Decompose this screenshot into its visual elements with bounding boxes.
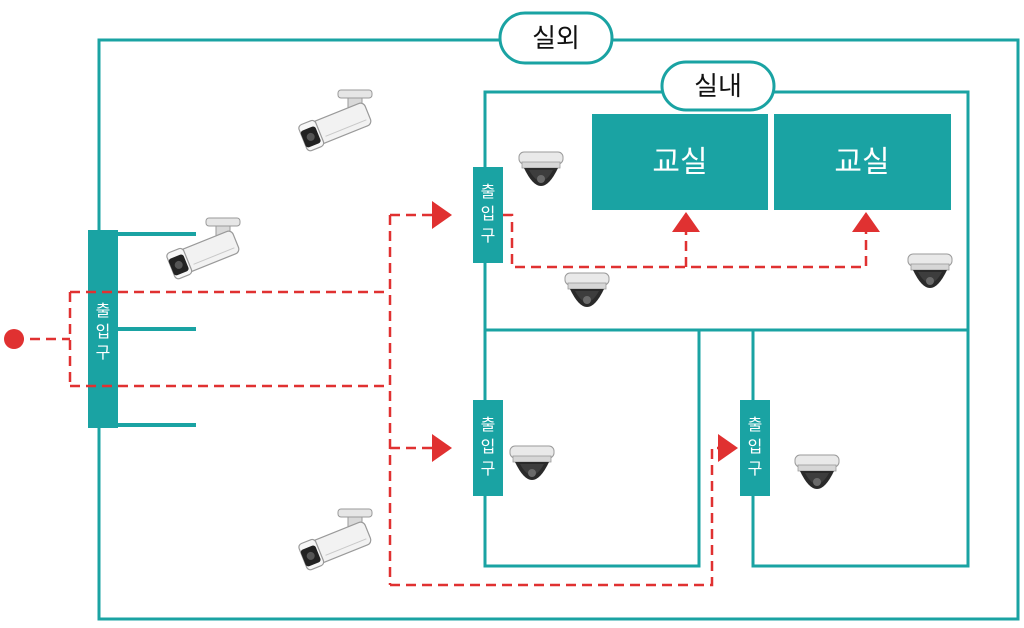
dome-camera-icon [509, 445, 555, 481]
entrance-top: 출 입 구 [473, 167, 503, 263]
entrance-bottom-right: 출 입 구 [740, 400, 770, 496]
route-lines [14, 213, 868, 587]
main-entrance-char-2: 입 [96, 322, 111, 341]
indoor-lower-right-room [751, 328, 970, 568]
arrow-classroom-1 [672, 212, 700, 232]
outdoor-label-text: 실외 [532, 24, 580, 54]
classroom-1-label: 교실 [652, 145, 707, 180]
indoor-label: 실내 [660, 60, 776, 112]
arrow-entrance-top [432, 201, 452, 229]
bullet-camera-icon [297, 89, 374, 153]
main-entrance: 출 입 구 [88, 230, 196, 428]
entrance-top-char-1: 출 [481, 182, 496, 201]
dome-camera-icon [907, 253, 953, 289]
entrance-bottom-right-char-2: 입 [748, 437, 763, 456]
bullet-camera-icon [297, 508, 374, 572]
route-to-entrance-bottom-right [390, 446, 718, 587]
route-indoor-corridor [503, 213, 868, 269]
outdoor-label: 실외 [498, 11, 614, 65]
arrow-entrance-bottom-left [432, 434, 452, 462]
entrance-bottom-left-char-2: 입 [481, 437, 496, 456]
indoor-label-text: 실내 [694, 72, 742, 102]
entrance-bottom-left-char-3: 구 [481, 459, 496, 478]
classroom-2-label: 교실 [834, 145, 889, 180]
entrance-top-char-3: 구 [481, 226, 496, 245]
start-point-icon [4, 329, 24, 349]
main-entrance-char-3: 구 [96, 343, 111, 362]
dome-camera-icon [518, 151, 564, 187]
route-arrows [432, 201, 880, 462]
bullet-camera-icon [165, 217, 242, 281]
classroom-1: 교실 [592, 114, 768, 210]
entrance-bottom-right-char-3: 구 [748, 459, 763, 478]
entrance-bottom-right-char-1: 출 [748, 415, 763, 434]
arrow-entrance-bottom-right [718, 434, 738, 462]
dome-camera-icon [794, 454, 840, 490]
entrance-bottom-left-char-1: 출 [481, 415, 496, 434]
arrow-classroom-2 [852, 212, 880, 232]
entrance-top-char-2: 입 [481, 204, 496, 223]
classroom-2: 교실 [774, 114, 951, 210]
main-entrance-char-1: 출 [96, 301, 111, 320]
entrance-bottom-left: 출 입 구 [473, 400, 503, 496]
dome-camera-icon [564, 272, 610, 308]
